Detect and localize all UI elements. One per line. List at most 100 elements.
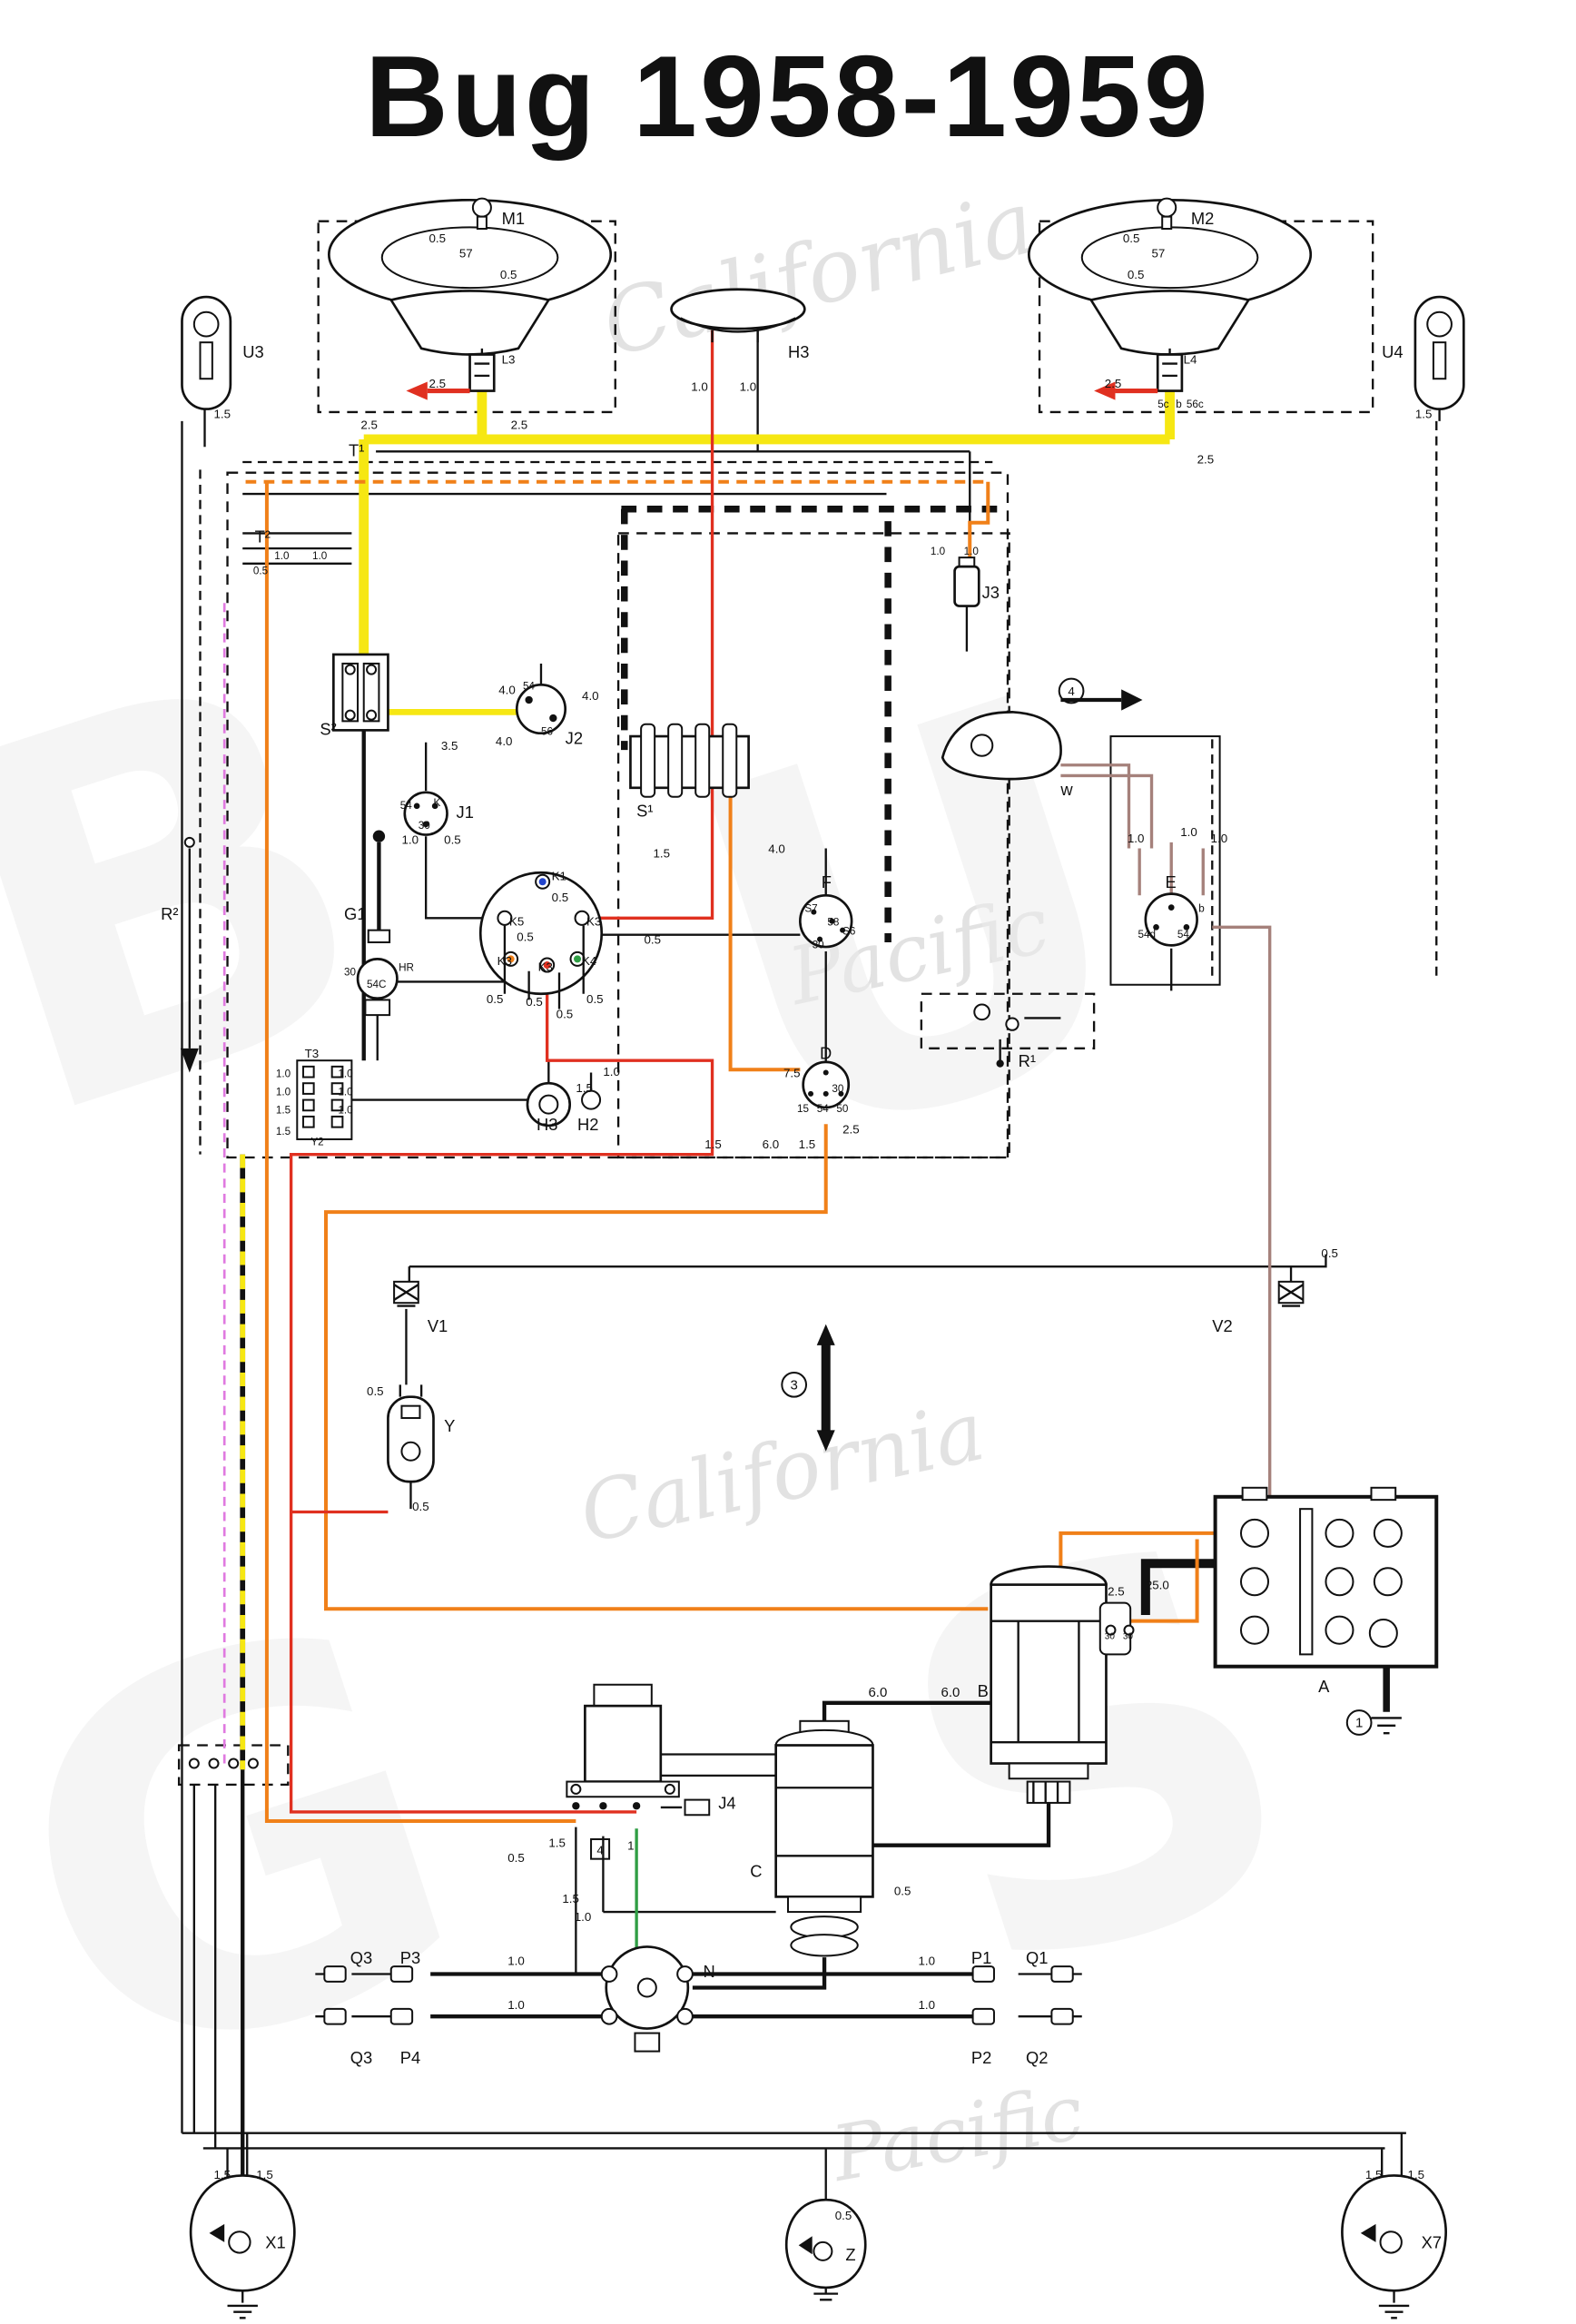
diagram-label: R² <box>161 904 178 923</box>
diagram-label: 0.5 <box>526 995 543 1009</box>
s2-contact <box>344 709 356 721</box>
diagram-label: 1.5 <box>1415 408 1433 421</box>
plug-q1 <box>1050 1965 1074 1983</box>
diagram-label: K1 <box>552 870 566 883</box>
terminal-detail-l3 <box>474 348 490 378</box>
wires-black-medium <box>241 697 1122 2176</box>
diagram-label: 1 <box>1355 1715 1363 1730</box>
component-switch-f <box>799 893 853 949</box>
battery-cell <box>1239 1615 1270 1645</box>
wiper-body <box>941 711 1062 781</box>
diagram-label: HR <box>399 962 414 974</box>
s1-fuse-1 <box>640 723 656 798</box>
wire-orange-solenoid <box>1113 1539 1199 1623</box>
diagram-label: 7.5 <box>783 1067 801 1080</box>
k3-terminal <box>574 910 590 926</box>
diagram-label: 1.0 <box>338 1068 353 1080</box>
diagram-label: L3 <box>502 353 516 367</box>
sender-contact <box>208 1758 220 1769</box>
components <box>180 197 1465 2292</box>
y-contact <box>400 1404 421 1420</box>
j4-terminal <box>572 1802 580 1810</box>
diagram-label: 54d <box>1138 929 1156 940</box>
arrow-down-icon <box>816 1430 835 1452</box>
component-switch-j1 <box>403 791 448 836</box>
diagram-label: 1.0 <box>931 546 946 557</box>
headlight-bowl-m2 <box>1088 290 1251 356</box>
sender-contact <box>247 1758 259 1769</box>
diagram-label: 0.5 <box>1128 268 1145 281</box>
diagram-label: L4 <box>1184 353 1197 367</box>
sender-contact <box>188 1758 200 1769</box>
arrow-up-icon <box>816 1324 835 1345</box>
component-regulator-j4 <box>566 1683 711 1817</box>
diagram-label: 4.0 <box>768 842 785 856</box>
diagram-label: H3 <box>537 1115 557 1134</box>
diagram-label: 1.0 <box>507 1954 525 1967</box>
diagram-label: J3 <box>982 583 1000 602</box>
circled-number <box>1058 677 1085 704</box>
diagram-label: 1.0 <box>274 550 290 562</box>
f-body <box>799 893 853 949</box>
diagram-label: 0.5 <box>487 992 504 1006</box>
diagram-label: 0.5 <box>253 565 268 576</box>
f-terminal <box>840 927 846 933</box>
diagram-label: 2.5 <box>1105 377 1122 390</box>
wires-brown-wiper-ignition <box>1060 763 1272 1497</box>
diagram-label: 2.5 <box>842 1122 860 1136</box>
diagram-label: V2 <box>1212 1316 1232 1335</box>
j2-terminal <box>549 714 557 723</box>
diagram-label: Y2 <box>310 1137 323 1148</box>
component-contact-v2 <box>1277 1280 1305 1307</box>
diagram-label: 0.5 <box>517 930 534 943</box>
r2-tip <box>183 836 195 848</box>
r1-element <box>1005 1017 1019 1031</box>
component-taillight-x7 <box>1341 2174 1447 2292</box>
starter-bands <box>990 1620 1107 1744</box>
solenoid-terminal-30 <box>1105 1624 1117 1636</box>
j1-terminal <box>431 803 438 810</box>
d-terminal <box>808 1090 814 1097</box>
d-body <box>802 1060 851 1109</box>
component-sender-contacts <box>188 1758 259 1769</box>
headlight-lens-m2 <box>1080 226 1259 290</box>
diagram-label: Q3 <box>350 2048 372 2067</box>
component-r1 <box>973 1003 1061 1068</box>
u3-bulb <box>192 310 220 338</box>
n-tower <box>676 2007 694 2025</box>
diagram-label: 4.0 <box>582 689 599 703</box>
diagram-label: b <box>1176 399 1182 410</box>
direction-arrow-3 <box>816 1324 835 1452</box>
wire-red-ignition-run <box>289 970 714 1814</box>
y-bulb <box>400 1441 421 1462</box>
diagram-label: S6 <box>842 926 855 938</box>
component-starter-b <box>990 1565 1135 1804</box>
pinion-teeth <box>1032 1781 1059 1803</box>
d-terminal <box>822 1090 829 1097</box>
component-headlight-switch-k <box>478 871 604 1009</box>
h3-button-inner <box>538 1094 559 1115</box>
diagram-label: P3 <box>400 1948 420 1967</box>
j4-terminal <box>632 1802 641 1810</box>
k4-dot-green <box>574 955 582 963</box>
wires-black-dashed <box>199 420 1438 1155</box>
diagram-label: S¹ <box>636 802 653 821</box>
diagram-label: 2.5 <box>1197 453 1215 467</box>
diagram-label: Q3 <box>350 1948 372 1967</box>
component-taillight-x1 <box>189 2174 296 2292</box>
t3-pin <box>330 1098 344 1112</box>
j4-bolt <box>570 1783 582 1795</box>
diagram-label: 1.5 <box>256 2168 273 2181</box>
battery-cell <box>1373 1518 1403 1548</box>
wire-orange-left-run <box>264 481 576 1823</box>
j1-body <box>403 791 448 836</box>
j3-body <box>953 565 980 607</box>
wire-orange-starter-to-battery <box>1059 1531 1231 1576</box>
solenoid-terminal-30 <box>1123 1624 1135 1636</box>
diagram-label: P2 <box>971 2048 991 2067</box>
wire-red-horn-feed <box>594 330 714 920</box>
diagram-label: 1.0 <box>740 380 757 394</box>
t3-pin <box>301 1082 315 1095</box>
component-horn-button <box>526 1081 602 1128</box>
